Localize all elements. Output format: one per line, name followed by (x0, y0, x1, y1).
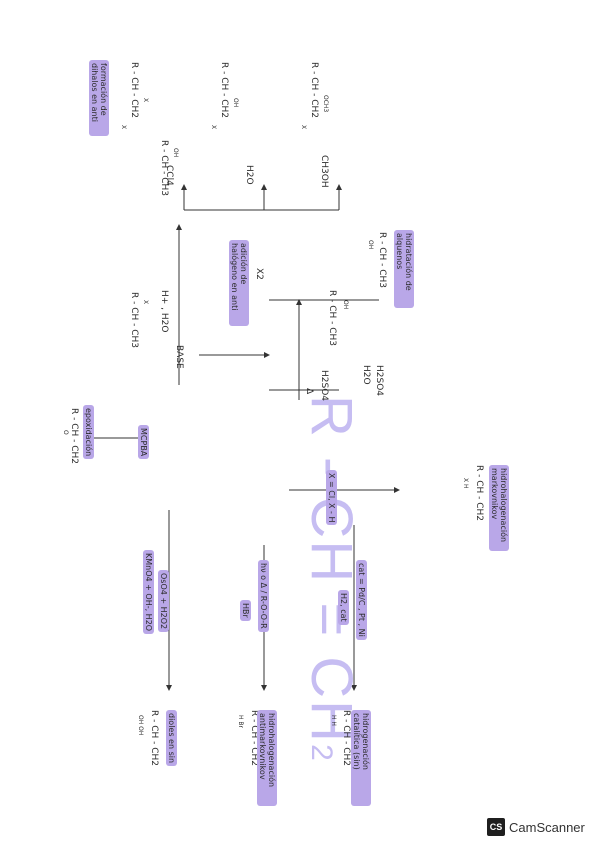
top-left-sub: OH (172, 148, 179, 158)
bottom-2-label: HBr (240, 600, 251, 621)
arrow-label-acid-water: H+ , H2O (159, 290, 169, 333)
acid-reactant: R - CH - CH3 (327, 290, 337, 347)
hydration-label: H2SO4 (374, 365, 384, 397)
prod-3: R - CH - CH2 (309, 62, 319, 119)
central-alkene: R - CH = CH2 (291, 395, 364, 763)
hydration-product: R - CH - CH3 (377, 232, 387, 289)
base-label: BASE (174, 345, 184, 369)
prod-1-sub2: X (120, 125, 127, 130)
camscanner-watermark: CS CamScanner (487, 818, 585, 836)
markov-sub: X H (462, 478, 469, 489)
prod-1: R - CH - CH2 (129, 62, 139, 119)
markov-note: hidrohalogenación markovnikov (489, 465, 509, 551)
central-subscript: 2 (305, 744, 338, 763)
bottom-2-sub: H Br (237, 715, 244, 729)
prod-2-sub2: X (210, 125, 217, 130)
acid-heat: Δ (304, 388, 314, 395)
markov-product: R - CH - CH2 (474, 465, 484, 522)
solvent-2: H2O (244, 165, 254, 185)
markov-label-2: X - H (326, 500, 337, 526)
bottom-1-sub: OH OH (137, 715, 144, 736)
central-formula: R - CH = CH (299, 395, 364, 745)
prod-1-note: formación de dihalos en anti (89, 60, 109, 136)
epox-label: MCPBA (138, 425, 149, 460)
prod-1-sub: X (142, 98, 149, 103)
epox-sub: O (62, 430, 69, 435)
bottom-3-sub: H H (330, 715, 337, 726)
bottom-3-product: R - CH - CH2 (341, 710, 351, 767)
camscanner-logo: CS (487, 818, 505, 836)
epox-product: R - CH - CH2 (69, 408, 79, 465)
prod-3-sub2: X (300, 125, 307, 130)
solvent-1: CCl4 (164, 165, 174, 186)
base-reactant-sub: X (142, 300, 149, 305)
epox-note: epoxidación (83, 405, 94, 460)
hydration-note: hidratación de alquenos (394, 230, 414, 308)
acid-reactant-sub: OH (342, 300, 349, 310)
solvent-3: CH3OH (319, 155, 329, 188)
hydration-label-2: H2O (361, 365, 371, 385)
bottom-2-note: hidrohalogenación antimarkovnikov (257, 710, 277, 806)
prod-2-sub: OH (232, 98, 239, 108)
x2-note: adición de halógeno en anti (229, 240, 249, 326)
x2-label: X2 (254, 268, 264, 280)
prod-3-sub: OCH3 (322, 95, 329, 113)
hydration-sub: OH (367, 240, 374, 250)
bottom-1-product: R - CH - CH2 (149, 710, 159, 767)
bottom-1-label-2: OsO4 + H2O2 (158, 570, 169, 633)
bottom-1-note: dioles en sin (166, 710, 177, 767)
base-reactant: R - CH - CH3 (129, 292, 139, 349)
camscanner-text: CamScanner (509, 819, 585, 835)
bottom-3-label: H2, cat (338, 590, 349, 625)
bottom-2-label-2: hν o Δ / R-O-O-R (258, 560, 269, 632)
prod-2: R - CH - CH2 (219, 62, 229, 119)
bottom-3-note: hidrogenación catalítica (sin) (351, 710, 371, 806)
bottom-3-label-2: cat = Pd/C , Pt , Ni (356, 560, 367, 640)
bottom-1-label: KMnO4 + OH-, H2O (143, 550, 154, 635)
acid-reagent: H2SO4 (319, 370, 329, 402)
